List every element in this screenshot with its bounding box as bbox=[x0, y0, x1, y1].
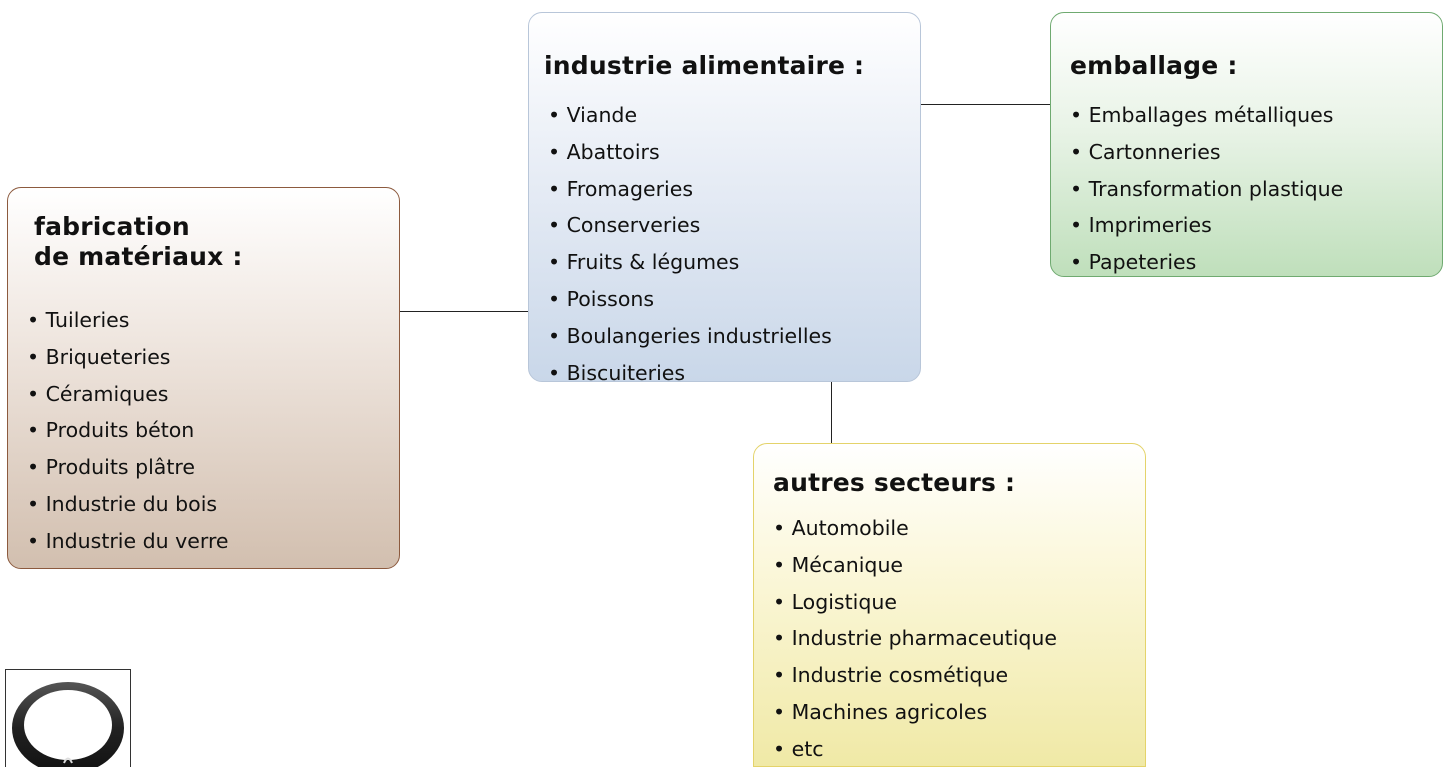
list-item: Imprimeries bbox=[1070, 207, 1343, 244]
box-title: industrie alimentaire : bbox=[544, 51, 865, 80]
list-item: Boulangeries industrielles bbox=[548, 318, 832, 355]
box-food-industry: industrie alimentaire : Viande Abattoirs… bbox=[528, 12, 921, 385]
list-item: Industrie pharmaceutique bbox=[773, 620, 1057, 657]
box-list: Tuileries Briqueteries Céramiques Produi… bbox=[27, 302, 229, 560]
ring-logo-icon bbox=[12, 682, 124, 767]
connector-food-other bbox=[831, 382, 832, 443]
list-item: Poissons bbox=[548, 281, 832, 318]
logo bbox=[5, 669, 131, 767]
list-item: Transformation plastique bbox=[1070, 171, 1344, 208]
list-item: Céramiques bbox=[27, 376, 229, 413]
box-title: autres secteurs : bbox=[773, 468, 1016, 497]
connector-food-materials bbox=[400, 311, 528, 312]
box-title: fabrication de matériaux : bbox=[34, 212, 243, 271]
list-item: Viande bbox=[548, 97, 832, 134]
list-item: Conserveries bbox=[548, 207, 832, 244]
list-item: Industrie du bois bbox=[27, 486, 229, 523]
list-item: Papeteries bbox=[1070, 244, 1343, 281]
connector-food-packaging bbox=[921, 104, 1050, 105]
list-item: Machines agricoles bbox=[773, 694, 1057, 731]
list-item: Cartonneries bbox=[1070, 134, 1343, 171]
box-list: Automobile Mécanique Logistique Industri… bbox=[773, 510, 1057, 768]
list-item: Emballages métalliques bbox=[1070, 97, 1343, 134]
list-item: Industrie du verre bbox=[27, 523, 229, 560]
list-item: Briqueteries bbox=[27, 339, 229, 376]
list-item: Biscuiteries bbox=[548, 355, 832, 392]
box-other-sectors: autres secteurs : Automobile Mécanique L… bbox=[753, 443, 1146, 767]
list-item: Mécanique bbox=[773, 547, 1057, 584]
list-item: etc bbox=[773, 731, 1057, 768]
list-item: Produits béton bbox=[27, 412, 229, 449]
list-item: Fruits & légumes bbox=[548, 244, 832, 281]
box-list: Viande Abattoirs Fromageries Conserverie… bbox=[548, 97, 832, 391]
box-title: emballage : bbox=[1070, 51, 1238, 80]
list-item: Fromageries bbox=[548, 171, 832, 208]
box-packaging: emballage : Emballages métalliques Carto… bbox=[1050, 12, 1443, 277]
list-item: Automobile bbox=[773, 510, 1057, 547]
list-item: Industrie cosmétique bbox=[773, 657, 1057, 694]
box-list: Emballages métalliques Cartonneries Tran… bbox=[1070, 97, 1344, 281]
list-item: Produits plâtre bbox=[27, 449, 229, 486]
box-materials: fabrication de matériaux : Tuileries Bri… bbox=[7, 187, 400, 569]
list-item: Tuileries bbox=[27, 302, 229, 339]
list-item: Logistique bbox=[773, 584, 1057, 621]
list-item: Abattoirs bbox=[548, 134, 832, 171]
